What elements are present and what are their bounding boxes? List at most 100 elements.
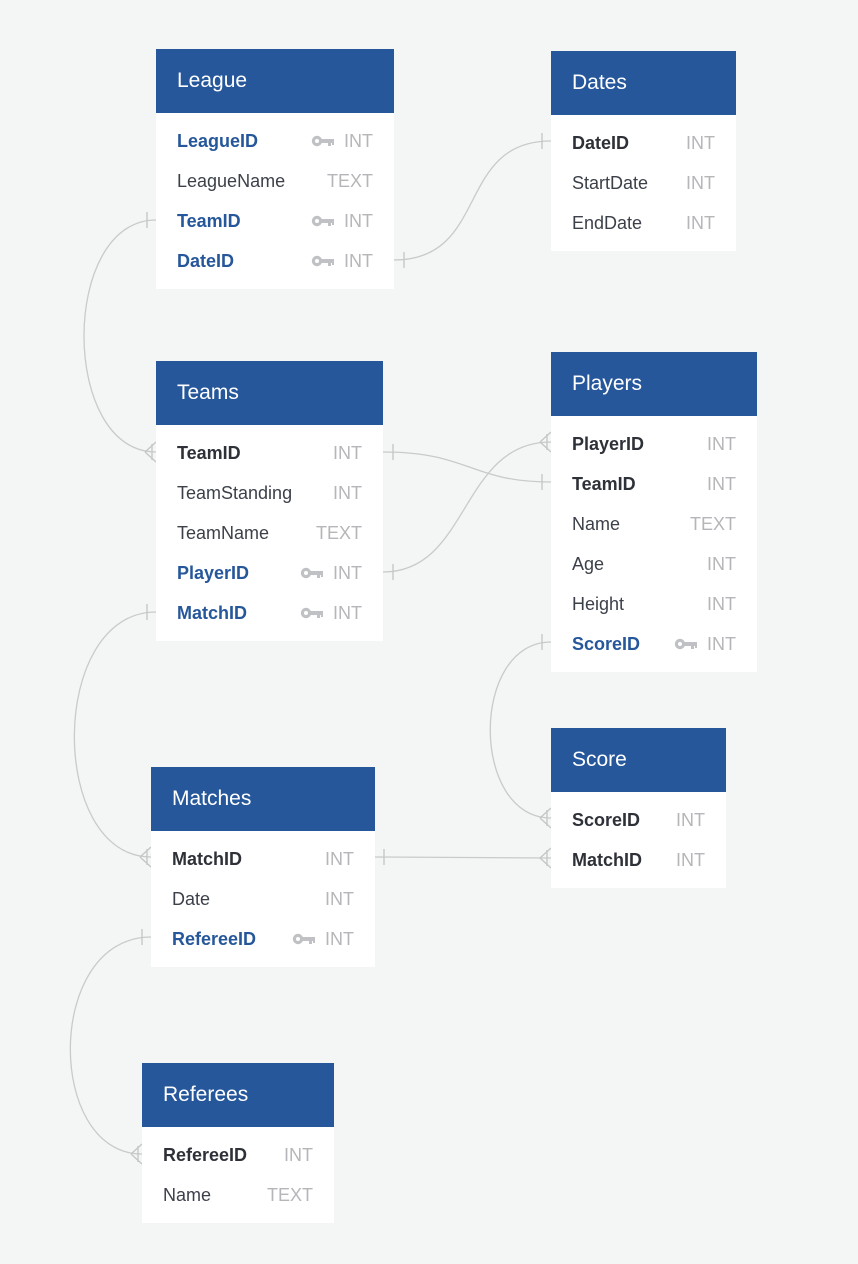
entity-title[interactable]: Referees — [142, 1063, 334, 1127]
field-name: LeagueName — [177, 171, 286, 191]
many-marker — [144, 441, 157, 463]
field-type: INT — [707, 634, 736, 654]
field-name: Age — [572, 554, 605, 574]
field-row[interactable]: MatchID INT — [151, 839, 375, 879]
field-type: INT — [344, 251, 373, 271]
field-type: INT — [333, 483, 362, 503]
key-icon — [300, 606, 324, 620]
relationship-teams-players-team — [382, 451, 552, 483]
relationship-league-teams — [83, 219, 157, 453]
entity-title[interactable]: Teams — [156, 361, 383, 425]
field-type: TEXT — [689, 514, 736, 534]
many-marker — [139, 846, 152, 868]
field-name: LeagueID — [177, 131, 259, 151]
field-row[interactable]: TeamID INT — [156, 433, 383, 473]
field-name: MatchID — [172, 849, 243, 869]
field-name: ScoreID — [572, 634, 641, 654]
field-type: INT — [676, 810, 705, 830]
field-row[interactable]: Height INT — [551, 584, 757, 624]
relationship-teams-matches — [73, 611, 157, 858]
field-name: TeamName — [177, 523, 270, 543]
field-name: TeamID — [572, 474, 636, 494]
key-icon — [674, 637, 698, 651]
many-marker — [539, 431, 552, 453]
field-type: INT — [676, 850, 705, 870]
field-row[interactable]: MatchID INT — [156, 593, 383, 633]
key-icon — [311, 134, 335, 148]
entity-title[interactable]: Matches — [151, 767, 375, 831]
field-name: TeamStanding — [177, 483, 293, 503]
field-name: Name — [572, 514, 621, 534]
field-type: INT — [686, 213, 715, 233]
field-type: INT — [325, 889, 354, 909]
field-type: TEXT — [315, 523, 362, 543]
field-name: RefereeID — [163, 1145, 248, 1165]
entity-title[interactable]: Score — [551, 728, 726, 792]
field-name: RefereeID — [172, 929, 257, 949]
key-icon — [311, 214, 335, 228]
field-row[interactable]: ScoreID INT — [551, 800, 726, 840]
field-row[interactable]: ScoreID INT — [551, 624, 757, 664]
field-type: INT — [333, 443, 362, 463]
field-name: MatchID — [177, 603, 248, 623]
entity-title[interactable]: Dates — [551, 51, 736, 115]
field-name: MatchID — [572, 850, 643, 870]
field-name: Height — [572, 594, 625, 614]
field-row[interactable]: Name TEXT — [551, 504, 757, 544]
field-type: TEXT — [326, 171, 373, 191]
entity-title[interactable]: League — [156, 49, 394, 113]
relationship-teams-players-player — [382, 441, 552, 573]
field-row[interactable]: MatchID INT — [551, 840, 726, 880]
field-name: TeamID — [177, 211, 241, 231]
field-type: INT — [333, 603, 362, 623]
entity-title[interactable]: Players — [551, 352, 757, 416]
field-type: INT — [686, 133, 715, 153]
field-name: StartDate — [572, 173, 649, 193]
many-marker — [130, 1143, 143, 1165]
key-icon — [311, 254, 335, 268]
field-row[interactable]: DateID INT — [551, 123, 736, 163]
relationship-league-dates — [393, 140, 552, 261]
many-marker — [539, 807, 552, 829]
field-type: INT — [707, 594, 736, 614]
field-name: Date — [172, 889, 211, 909]
field-row[interactable]: LeagueName TEXT — [156, 161, 394, 201]
field-row[interactable]: TeamStanding INT — [156, 473, 383, 513]
field-name: DateID — [572, 133, 630, 153]
field-type: TEXT — [266, 1185, 313, 1205]
relationship-matches-referees — [69, 936, 152, 1155]
field-type: INT — [325, 849, 354, 869]
field-row[interactable]: TeamName TEXT — [156, 513, 383, 553]
field-name: TeamID — [177, 443, 241, 463]
many-marker — [539, 847, 552, 869]
relationship-matches-score — [374, 856, 552, 859]
relationship-players-score — [489, 641, 552, 819]
field-row[interactable]: Date INT — [151, 879, 375, 919]
field-name: ScoreID — [572, 810, 641, 830]
